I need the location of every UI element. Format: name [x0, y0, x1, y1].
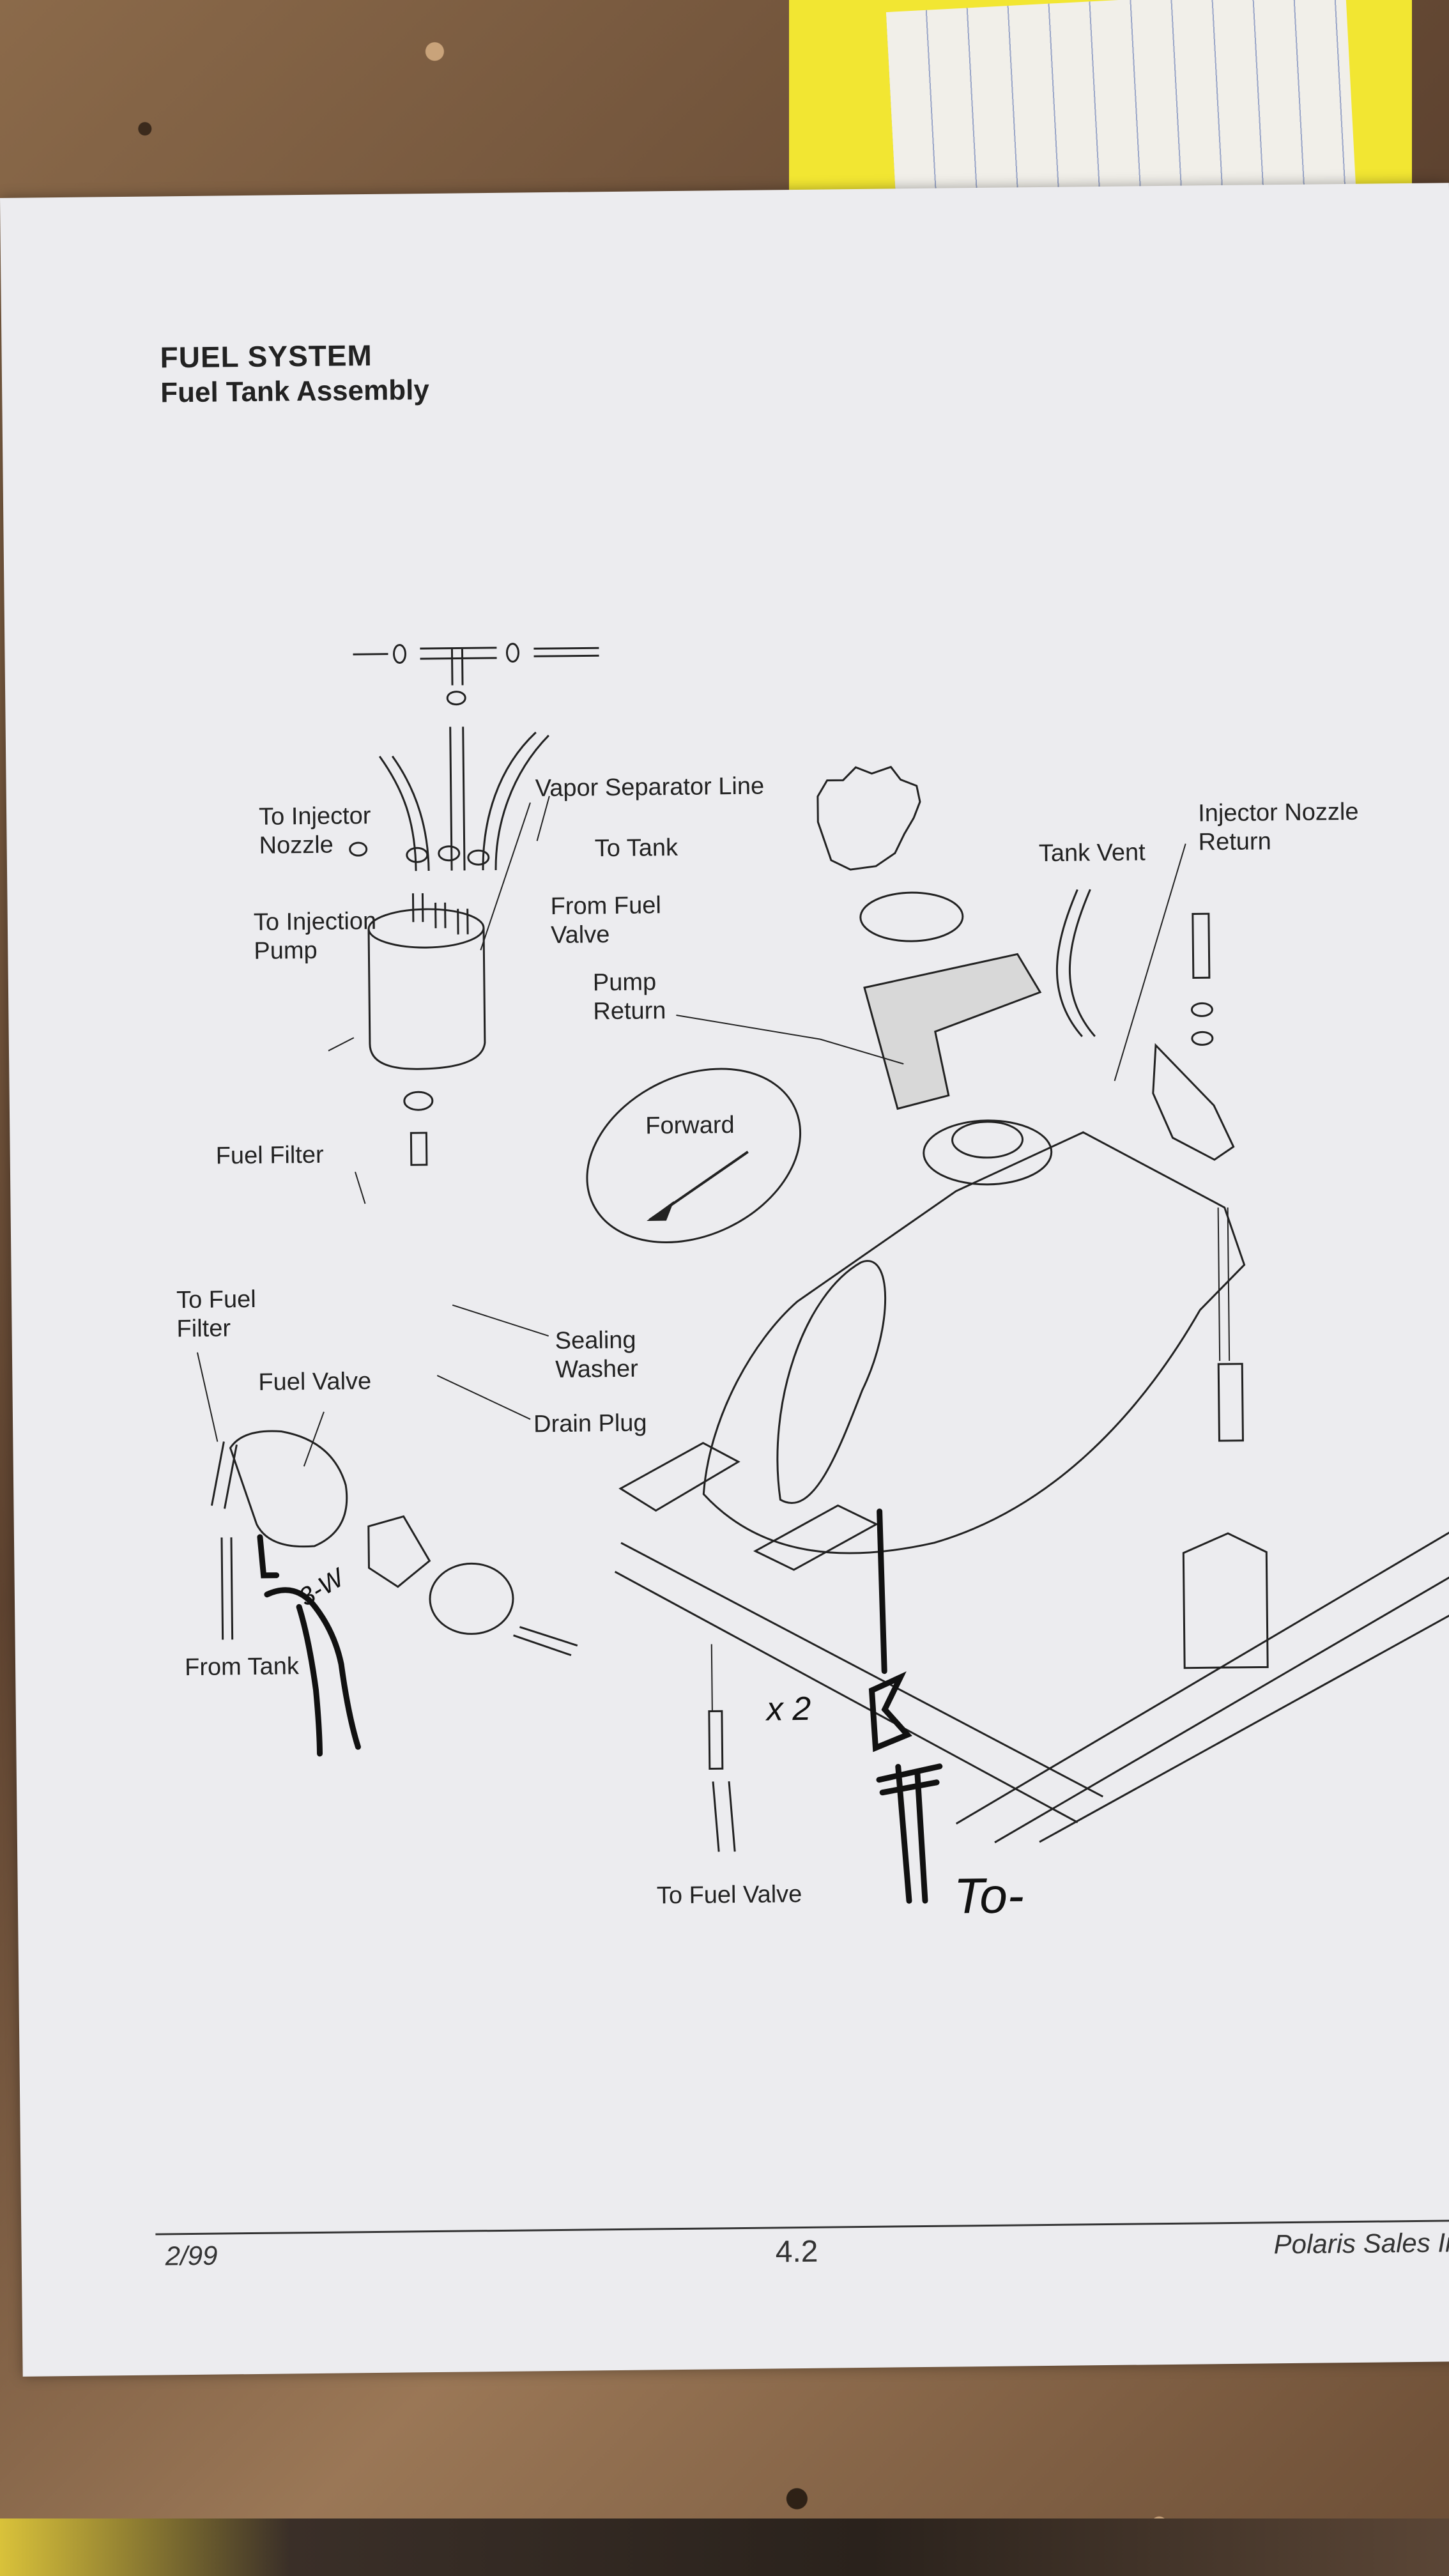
label-sealing-washer-1: Sealing: [555, 1327, 636, 1354]
valve-screw: [513, 1626, 578, 1657]
vapor-leader: [480, 802, 531, 951]
tank-tab: [753, 1504, 879, 1571]
handwritten-x2: x 2: [765, 1690, 811, 1728]
footer-company: Polaris Sales In: [1273, 2227, 1449, 2260]
label-to-injector-nozzle-2: Nozzle: [259, 832, 334, 859]
spacer: [1217, 1363, 1244, 1442]
label-to-fuel-filter-1: To Fuel: [176, 1286, 256, 1314]
marker-line: [264, 1587, 361, 1750]
forward-indicator: [586, 1068, 802, 1243]
bottom-edge-objects: [0, 2518, 1449, 2576]
fuel-outlet-fitting: [708, 1710, 724, 1770]
frame-rail: [614, 1542, 1103, 1823]
fuel-filter-body: [367, 928, 486, 1070]
filler-neck: [923, 1119, 1053, 1186]
label-fuel-filter: Fuel Filter: [216, 1142, 325, 1170]
label-from-tank: From Tank: [185, 1653, 300, 1681]
clamp: [505, 643, 519, 663]
valve-gasket: [367, 1515, 431, 1588]
clamp: [393, 643, 407, 664]
injector-nozzle-hose: [353, 653, 388, 656]
fuel-tank: [702, 1131, 1246, 1554]
label-to-injection-pump-1: To Injection: [254, 908, 377, 936]
valve-cover: [429, 1562, 514, 1635]
fuel-tank-diagram: To Injector Nozzle Vapor Separator Line …: [176, 643, 1449, 1924]
manual-page: FUEL SYSTEM Fuel Tank Assembly: [0, 183, 1449, 2377]
foam-baffle: [863, 953, 1042, 1110]
label-to-fuel-filter-2: Filter: [176, 1315, 231, 1342]
footer-page-number: 4.2: [775, 2234, 818, 2269]
bracket-bolt: [1192, 912, 1211, 979]
frame-mount: [1182, 1532, 1269, 1669]
handwritten-markings: [257, 1508, 943, 1904]
label-tank-vent: Tank Vent: [1039, 839, 1146, 867]
handwritten-to: To-: [953, 1867, 1024, 1924]
sealing-washer: [403, 1091, 434, 1111]
tank-recess: [776, 1260, 887, 1505]
tank-tab: [618, 1441, 740, 1512]
drain-plug: [410, 1131, 428, 1166]
fuel-cap: [816, 765, 921, 871]
tank-vent-hose: [1055, 889, 1096, 1038]
tee-fitting: [420, 647, 497, 686]
label-sealing-washer-2: Washer: [555, 1356, 638, 1383]
cap-gasket: [859, 891, 964, 942]
marker-line: [877, 1508, 887, 1675]
label-to-tank: To Tank: [594, 834, 678, 862]
label-fuel-valve: Fuel Valve: [258, 1368, 371, 1396]
label-vapor-separator-line: Vapor Separator Line: [535, 773, 765, 802]
tank-bracket: [1152, 1043, 1235, 1161]
label-forward: Forward: [645, 1112, 735, 1139]
fuel-valve-body: [229, 1430, 348, 1548]
label-from-fuel-valve-2: Valve: [551, 921, 610, 949]
label-drain-plug: Drain Plug: [533, 1410, 647, 1438]
label-pump-return-2: Return: [593, 997, 666, 1025]
label-to-injection-pump-2: Pump: [254, 937, 318, 965]
label-from-fuel-valve-1: From Fuel: [550, 892, 661, 920]
label-to-injector-nozzle-1: To Injector: [259, 802, 371, 831]
injection-pump-hose: [378, 755, 430, 871]
label-to-fuel-valve: To Fuel Valve: [657, 1881, 802, 1909]
frame-rail: [955, 1523, 1449, 1844]
to-tank-hose: [533, 647, 599, 657]
footer-date: 2/99: [165, 2240, 218, 2271]
handwritten-three-way: 3-W: [294, 1563, 350, 1612]
label-injector-nozzle-return-2: Return: [1198, 828, 1271, 855]
label-injector-nozzle-return-1: Injector Nozzle: [1198, 799, 1359, 827]
label-pump-return-1: Pump: [593, 969, 657, 996]
